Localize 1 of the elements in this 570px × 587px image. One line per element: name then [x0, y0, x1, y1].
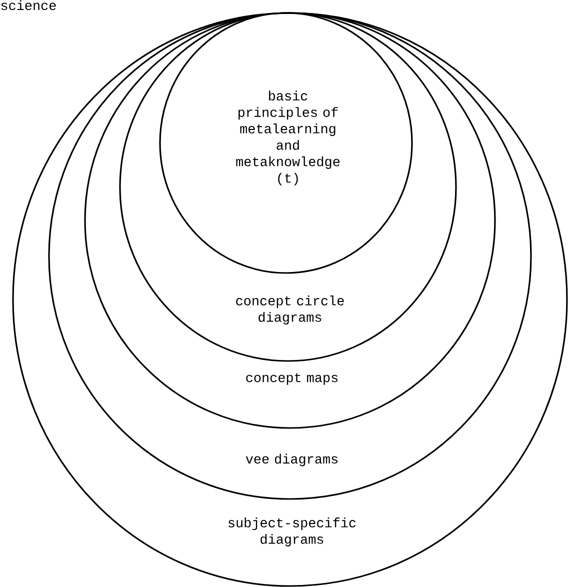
label: science	[1, 0, 56, 10]
